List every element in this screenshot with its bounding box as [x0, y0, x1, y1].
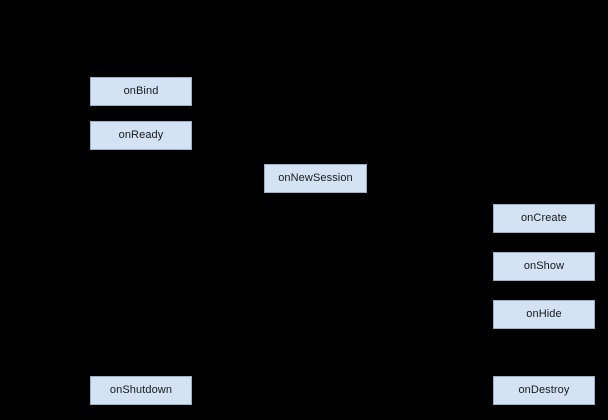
node-on-shutdown[interactable]: onShutdown	[90, 376, 192, 405]
node-label-on-hide: onHide	[526, 308, 562, 320]
node-label-on-ready: onReady	[118, 129, 164, 141]
node-on-ready[interactable]: onReady	[90, 121, 192, 150]
node-label-on-new-session: onNewSession	[278, 172, 353, 184]
node-label-on-shutdown: onShutdown	[109, 384, 173, 396]
node-on-bind[interactable]: onBind	[90, 77, 192, 106]
node-on-create[interactable]: onCreate	[493, 204, 595, 233]
node-label-on-create: onCreate	[520, 212, 568, 224]
node-on-destroy[interactable]: onDestroy	[493, 376, 595, 405]
node-label-on-show: onShow	[523, 260, 565, 272]
node-label-on-destroy: onDestroy	[518, 384, 570, 396]
node-label-on-bind: onBind	[123, 85, 159, 97]
node-on-new-session[interactable]: onNewSession	[264, 164, 367, 193]
node-on-show[interactable]: onShow	[493, 252, 595, 281]
node-on-hide[interactable]: onHide	[493, 300, 595, 329]
